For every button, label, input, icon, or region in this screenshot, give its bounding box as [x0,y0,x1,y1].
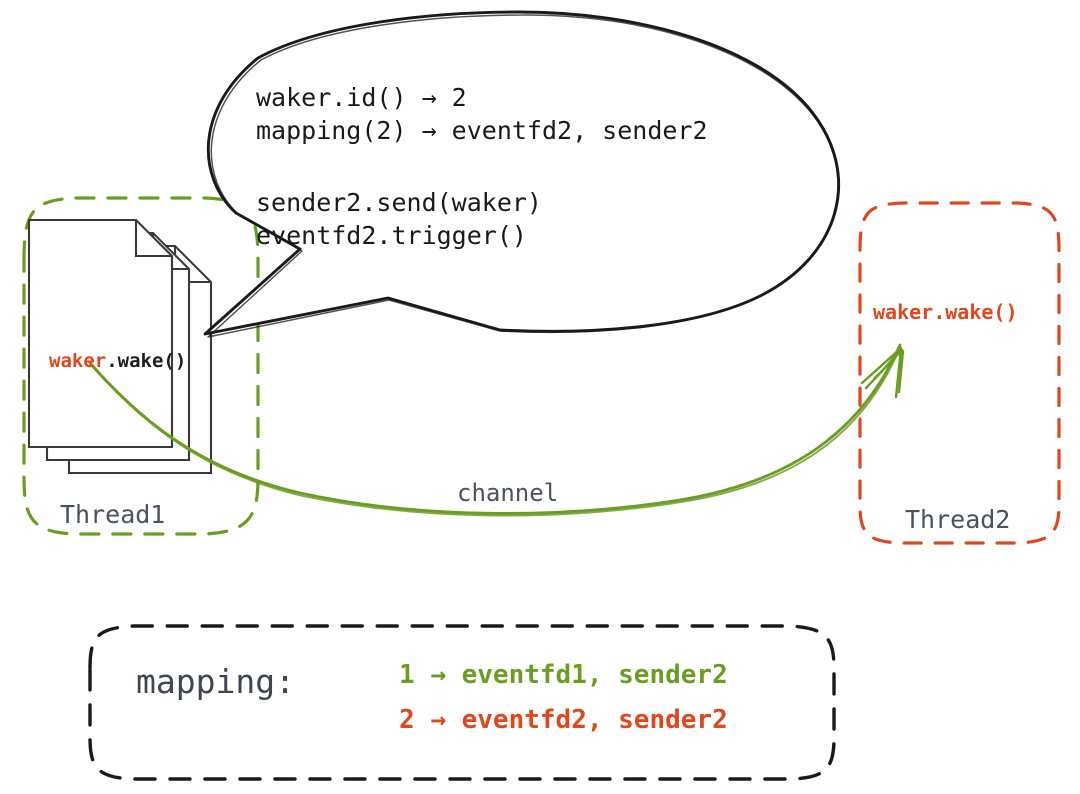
mapping-row-2-key: 2 [399,705,415,735]
mapping-row-2-value: eventfd2, sender2 [461,705,728,735]
wake-arrow-icon [860,345,905,399]
bubble-line-2: mapping(2) → eventfd2, sender2 [256,116,708,145]
thread1-label: Thread1 [60,500,166,529]
mapping-row-1-key: 1 [399,660,415,690]
bubble-line-3: sender2.send(waker) [256,188,542,217]
speech-bubble-icon [203,10,841,338]
bubble-line-1: waker.id() → 2 [256,83,467,112]
mapping-row-2: 2 → eventfd2, sender2 [399,705,728,735]
bubble-line-4: eventfd2.trigger() [256,221,527,250]
thread2-code: waker.wake() [873,300,1018,324]
mapping-title: mapping: [136,662,295,701]
thread1-document-code: waker.wake() [49,350,186,372]
channel-label: channel [457,479,559,507]
mapping-boundary [88,624,836,781]
thread2-boundary [858,201,1061,545]
thread1-code-highlight: waker [49,350,107,372]
mapping-row-1: 1 → eventfd1, sender2 [399,660,728,690]
thread1-code-rest: .wake() [106,350,187,372]
document-stack-icon [27,218,213,475]
thread2-label: Thread2 [905,505,1011,534]
arrow-right-icon: → [430,705,446,735]
mapping-row-1-value: eventfd1, sender2 [461,660,728,690]
arrow-right-icon: → [430,660,446,690]
